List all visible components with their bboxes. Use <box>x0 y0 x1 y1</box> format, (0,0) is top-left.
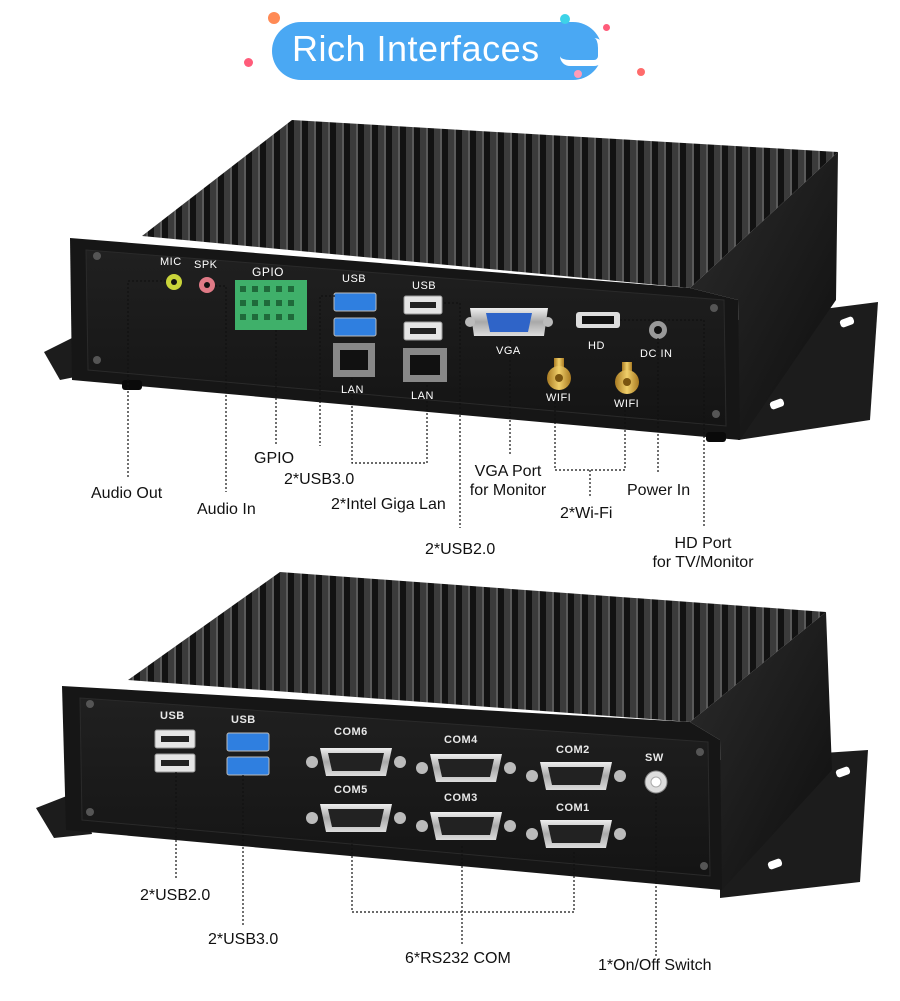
callout-com: 6*RS232 COM <box>405 950 511 967</box>
spk-label: SPK <box>194 259 218 271</box>
usb3-port <box>226 732 270 752</box>
confetti-dot <box>637 68 645 76</box>
usb3-panel-label: USB <box>342 273 367 285</box>
callout-vga-line2: for Monitor <box>469 482 547 499</box>
com-port <box>306 748 406 776</box>
callout-lines <box>127 280 705 528</box>
wifi2-panel-label: WIFI <box>614 398 640 410</box>
callout-switch: 1*On/Off Switch <box>598 957 712 974</box>
bracket-slot <box>767 858 783 870</box>
confetti-dot <box>574 70 582 78</box>
bracket-slot <box>835 766 851 778</box>
callout-vga-line1: VGA Port <box>474 463 542 480</box>
callout-usb3: 2*USB3.0 <box>284 471 355 488</box>
bottom-device <box>36 572 868 956</box>
screw <box>93 356 101 364</box>
screw <box>93 252 101 260</box>
com4-label: COM4 <box>444 734 478 746</box>
callout-hd-line2: for TV/Monitor <box>652 554 754 571</box>
usb2-panel-label: USB <box>412 280 437 292</box>
callout-lan: 2*Intel Giga Lan <box>331 496 446 513</box>
com-port <box>526 820 626 848</box>
callout-usb2: 2*USB2.0 <box>425 541 496 558</box>
chassis-side <box>690 612 832 890</box>
com-port <box>306 804 406 832</box>
title-banner <box>272 22 602 80</box>
com5-label: COM5 <box>334 784 368 796</box>
lan2-panel-label: LAN <box>411 390 434 402</box>
callout-gpio: GPIO <box>254 450 295 467</box>
com-port <box>526 762 626 790</box>
screw <box>710 304 718 312</box>
com1-label: COM1 <box>556 802 590 814</box>
screw <box>712 410 720 418</box>
com-port <box>416 754 516 782</box>
page-title: Rich Interfaces <box>292 28 540 69</box>
usb3-port <box>226 756 270 776</box>
lan1-panel-label: LAN <box>341 384 364 396</box>
callout-lines <box>175 772 657 956</box>
banner-swirl-decoration <box>560 38 604 66</box>
rubber-foot <box>706 432 726 442</box>
sw-label: SW <box>645 752 664 764</box>
hd-panel-label: HD <box>588 340 605 352</box>
confetti-dot <box>603 24 610 31</box>
com3-label: COM3 <box>444 792 478 804</box>
bracket-slot <box>839 316 855 328</box>
wifi1-panel-label: WIFI <box>546 392 572 404</box>
heatsink-fins <box>128 572 826 722</box>
callout-audio-in: Audio In <box>197 501 256 518</box>
heatsink-fins <box>142 120 838 288</box>
dc-in-panel-label: DC IN <box>640 348 673 360</box>
confetti-dot <box>268 12 280 24</box>
usb3-port <box>333 317 377 337</box>
confetti-dot <box>244 58 253 67</box>
mic-label: MIC <box>160 256 182 268</box>
com6-label: COM6 <box>334 726 368 738</box>
callout-wifi: 2*Wi-Fi <box>560 505 613 522</box>
vga-panel-label: VGA <box>496 345 521 357</box>
usb3-port <box>333 292 377 312</box>
bracket-slot <box>769 398 785 410</box>
top-device <box>44 120 878 528</box>
chassis-side <box>690 152 838 440</box>
rubber-foot <box>122 380 142 390</box>
confetti-dot <box>560 14 570 24</box>
wifi-antenna-connector <box>547 358 571 390</box>
callout-hd: HD Port for TV/Monitor <box>644 534 762 572</box>
wifi-antenna-connector <box>615 362 639 394</box>
gpio-connector <box>235 280 307 330</box>
callout-hd-line1: HD Port <box>674 535 732 552</box>
callout-usb2-bottom: 2*USB2.0 <box>140 887 211 904</box>
com2-label: COM2 <box>556 744 590 756</box>
gpio-panel-label: GPIO <box>252 265 285 279</box>
usb3-panel-label: USB <box>231 714 256 726</box>
com-port <box>416 812 516 840</box>
usb2-panel-label: USB <box>160 710 185 722</box>
callout-vga: VGA Port for Monitor <box>464 462 552 500</box>
callout-audio-out: Audio Out <box>91 485 163 502</box>
callout-usb3-bottom: 2*USB3.0 <box>208 931 279 948</box>
callout-power-in: Power In <box>627 482 691 499</box>
